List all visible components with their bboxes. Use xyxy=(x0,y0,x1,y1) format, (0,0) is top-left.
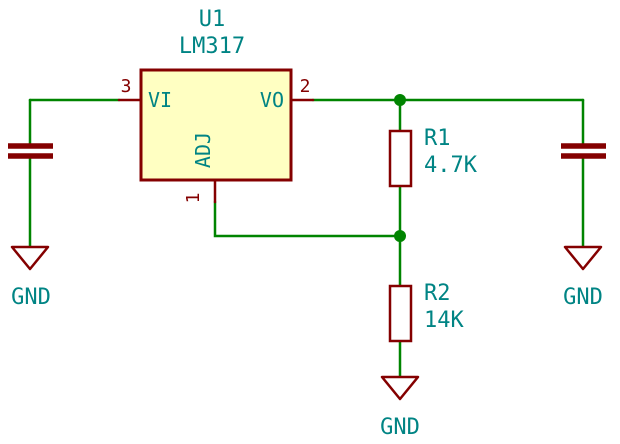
pin-number-1: 1 xyxy=(183,193,204,204)
pin-number-2: 2 xyxy=(300,76,311,97)
r2-reference[interactable]: R2 xyxy=(424,281,451,306)
r1-body[interactable] xyxy=(388,129,413,188)
component-r2[interactable]: R2 14K xyxy=(388,281,464,343)
component-gnd-middle[interactable]: GND xyxy=(380,375,420,440)
r2-value[interactable]: 14K xyxy=(424,308,464,333)
pin-name-vo: VO xyxy=(260,88,284,112)
r2-body[interactable] xyxy=(388,284,413,343)
pin-name-vi: VI xyxy=(148,88,172,112)
gnd-middle-triangle-icon xyxy=(380,375,420,401)
r1-reference[interactable]: R1 xyxy=(424,126,451,151)
pin-number-3: 3 xyxy=(121,76,132,97)
gnd-right-label[interactable]: GND xyxy=(563,285,603,310)
gnd-middle-label[interactable]: GND xyxy=(380,415,420,440)
u1-value[interactable]: LM317 xyxy=(179,34,245,59)
junction-vout[interactable] xyxy=(394,94,406,106)
pin-name-adj: ADJ xyxy=(191,132,215,168)
gnd-left-label[interactable]: GND xyxy=(11,285,51,310)
component-capacitor-right[interactable] xyxy=(561,143,606,159)
component-u1-lm317[interactable]: U1 LM317 VI VO ADJ 3 2 1 xyxy=(117,7,315,204)
u1-reference[interactable]: U1 xyxy=(199,7,226,32)
r1-value[interactable]: 4.7K xyxy=(424,153,478,178)
gnd-right-triangle-icon xyxy=(563,245,603,271)
component-capacitor-left[interactable] xyxy=(8,143,53,159)
junction-adj[interactable] xyxy=(394,230,406,242)
component-r1[interactable]: R1 4.7K xyxy=(388,126,478,188)
component-gnd-left[interactable]: GND xyxy=(10,245,51,310)
gnd-left-triangle-icon xyxy=(10,245,50,271)
u1-body[interactable] xyxy=(139,68,293,182)
component-gnd-right[interactable]: GND xyxy=(563,245,603,310)
wire-adj-feedback[interactable] xyxy=(213,200,402,238)
